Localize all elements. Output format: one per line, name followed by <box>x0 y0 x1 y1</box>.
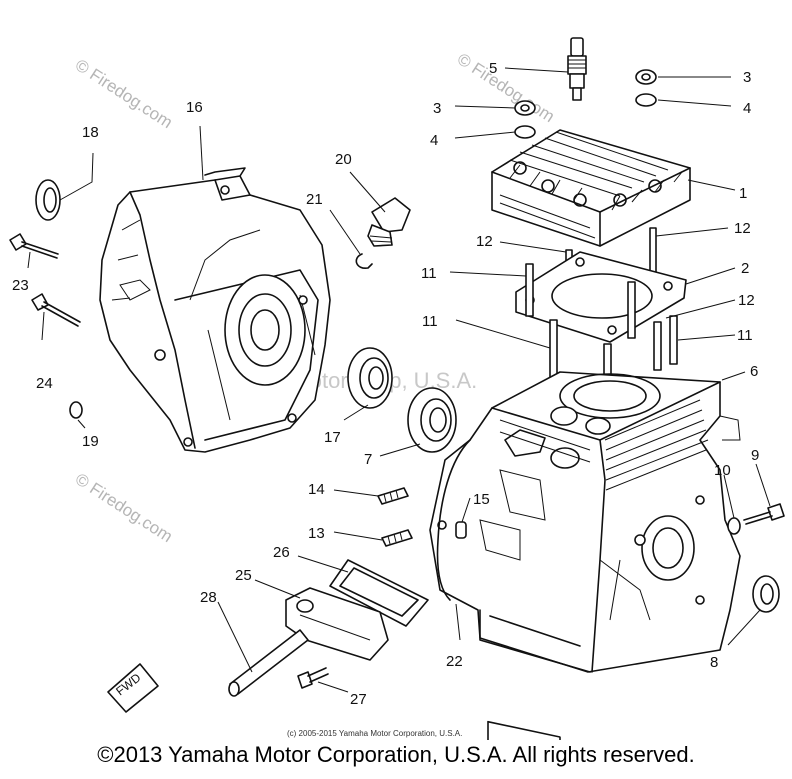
callout-2: 2 <box>741 260 749 277</box>
oil-seal-8 <box>752 575 780 613</box>
callout-23: 23 <box>12 277 29 294</box>
firedog-watermark-left: © Firedog.com <box>72 469 176 546</box>
leader-lines <box>27 67 771 693</box>
callout-11-upper: 11 <box>421 265 437 282</box>
stud-13 <box>381 529 413 547</box>
firedog-watermark-right: © Firedog.com <box>454 49 558 126</box>
cylinder-head-1 <box>491 129 691 247</box>
callout-9: 9 <box>751 447 759 464</box>
callout-28: 28 <box>200 589 217 606</box>
callout-25: 25 <box>235 567 252 584</box>
callout-20: 20 <box>335 151 352 168</box>
callout-7: 7 <box>364 451 372 468</box>
callout-14: 14 <box>308 481 325 498</box>
callout-3-left: 3 <box>433 100 441 117</box>
crankcase-cover <box>99 167 331 453</box>
callout-18: 18 <box>82 124 99 141</box>
callout-5: 5 <box>489 60 497 77</box>
bolt-27 <box>297 667 329 689</box>
dowel-pin-15 <box>455 521 467 539</box>
bolt-23 <box>9 233 59 259</box>
bolt-9 <box>743 503 785 525</box>
callout-17: 17 <box>324 429 341 446</box>
forward-arrow-stamp: FWD <box>107 663 159 713</box>
callout-3-right: 3 <box>743 69 751 86</box>
cover-gasket-26 <box>329 559 429 627</box>
callout-26: 26 <box>273 544 290 561</box>
studs-11 <box>525 263 678 403</box>
head-gasket-2 <box>515 251 687 343</box>
nut-3-left <box>514 100 536 116</box>
fwd-label: FWD <box>113 670 143 698</box>
nut-3-right <box>635 69 657 85</box>
breather-pipe-28 <box>228 629 309 697</box>
callout-15: 15 <box>473 491 490 508</box>
oil-seal-18 <box>35 179 61 221</box>
exploded-view-drawing: © Firedog.com © Firedog.com © Firedog.co… <box>9 37 785 740</box>
copyright-small: (c) 2005-2015 Yamaha Motor Corporation, … <box>287 729 462 738</box>
callout-11-right: 11 <box>737 327 753 344</box>
callout-22: 22 <box>446 653 463 670</box>
washer-4-right <box>635 93 657 107</box>
callout-27: 27 <box>350 691 367 708</box>
callout-12-right-upper: 12 <box>734 220 751 237</box>
washer-19 <box>69 401 83 419</box>
bearing-7 <box>407 387 457 453</box>
crankcase-gasket-22 <box>436 439 471 601</box>
breather-cover-25 <box>285 587 389 661</box>
callout-10: 10 <box>714 462 731 479</box>
circlip-21 <box>355 253 373 269</box>
copyright-footer: ©2013 Yamaha Motor Corporation, U.S.A. A… <box>97 742 695 767</box>
washer-4-left <box>514 125 536 139</box>
callout-16: 16 <box>186 99 203 116</box>
spark-plug-5 <box>567 37 587 101</box>
callout-12-left: 12 <box>476 233 493 250</box>
cylinder-crankcase-6 <box>429 371 741 740</box>
callout-11-lower: 11 <box>422 313 438 330</box>
bolt-24 <box>31 293 81 327</box>
washer-10 <box>727 517 741 535</box>
callout-8: 8 <box>710 654 718 671</box>
callout-21: 21 <box>306 191 323 208</box>
firedog-watermark-top: © Firedog.com <box>72 55 176 132</box>
bearing-17 <box>347 347 393 409</box>
callout-4-left: 4 <box>430 132 438 149</box>
callout-13: 13 <box>308 525 325 542</box>
callout-6: 6 <box>750 363 758 380</box>
callout-4-right: 4 <box>743 100 751 117</box>
callout-19: 19 <box>82 433 99 450</box>
stud-14 <box>377 487 409 505</box>
callout-1: 1 <box>739 185 747 202</box>
oil-filler-cap-20 <box>367 197 411 247</box>
callout-12-right-lower: 12 <box>738 292 755 309</box>
callout-24: 24 <box>36 375 53 392</box>
